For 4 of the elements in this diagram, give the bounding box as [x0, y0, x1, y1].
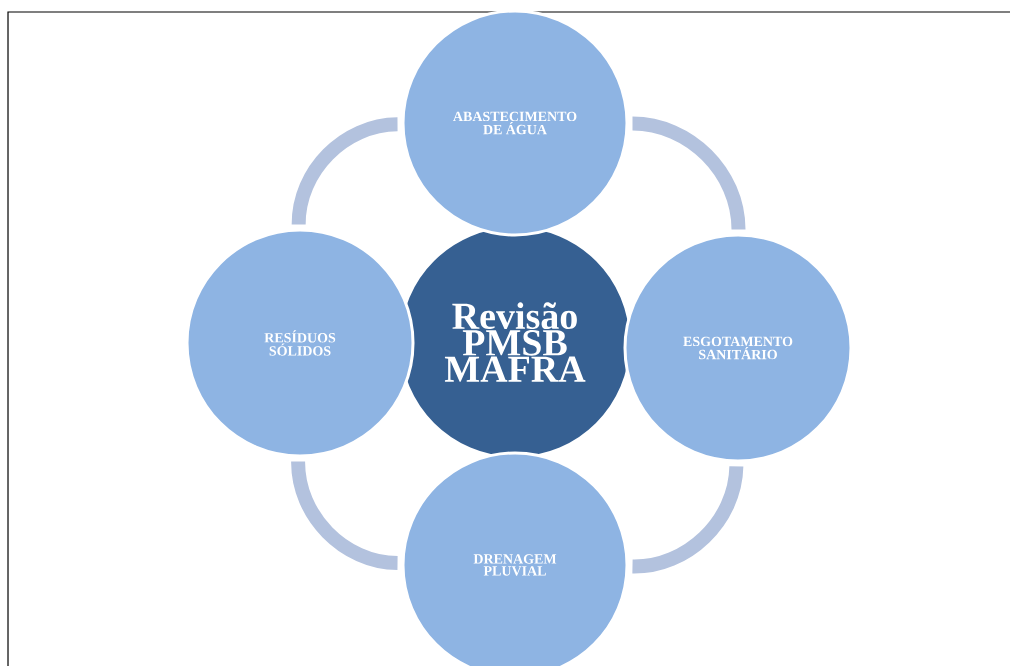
ring-arc: [291, 117, 399, 225]
ring-arc: [291, 461, 399, 571]
ring-arc: [632, 116, 746, 230]
ring-arc: [632, 465, 744, 574]
